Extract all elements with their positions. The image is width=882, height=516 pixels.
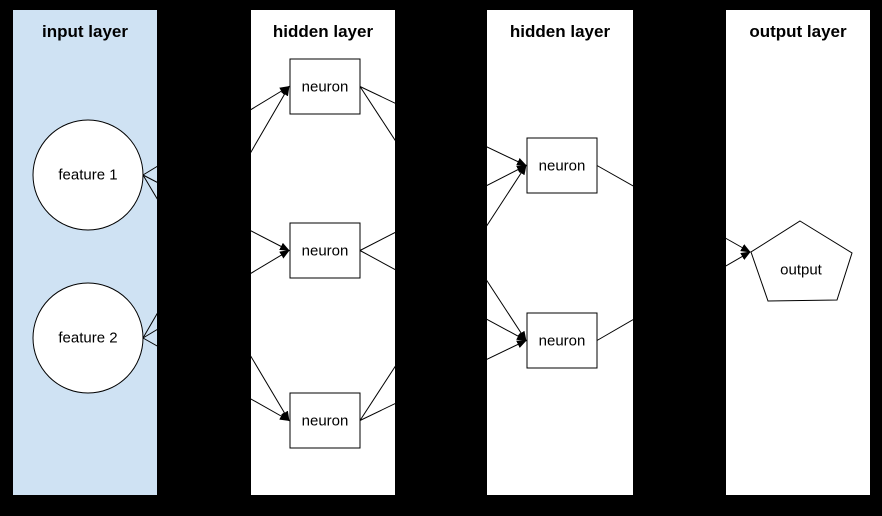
- node-feature-2-label: feature 2: [58, 329, 118, 347]
- node-h2-neuron-2-label: neuron: [538, 332, 586, 349]
- node-h1-neuron-2-label: neuron: [301, 242, 349, 259]
- input-layer-title: input layer: [42, 22, 128, 41]
- panel-hidden-layer-2: hidden layer: [487, 10, 633, 495]
- output-layer-title: output layer: [749, 22, 847, 41]
- panel-input-layer: input layer: [13, 10, 157, 495]
- node-feature-1-label: feature 1: [58, 166, 118, 184]
- hidden-layer-2-title: hidden layer: [509, 22, 611, 41]
- panel-output-layer: output layer: [726, 10, 870, 495]
- node-output-label: output: [780, 261, 822, 279]
- hidden-layer-1-title: hidden layer: [272, 22, 374, 41]
- node-h1-neuron-3-label: neuron: [301, 412, 349, 429]
- node-h2-neuron-1-label: neuron: [538, 157, 586, 174]
- node-h1-neuron-1-label: neuron: [301, 78, 349, 95]
